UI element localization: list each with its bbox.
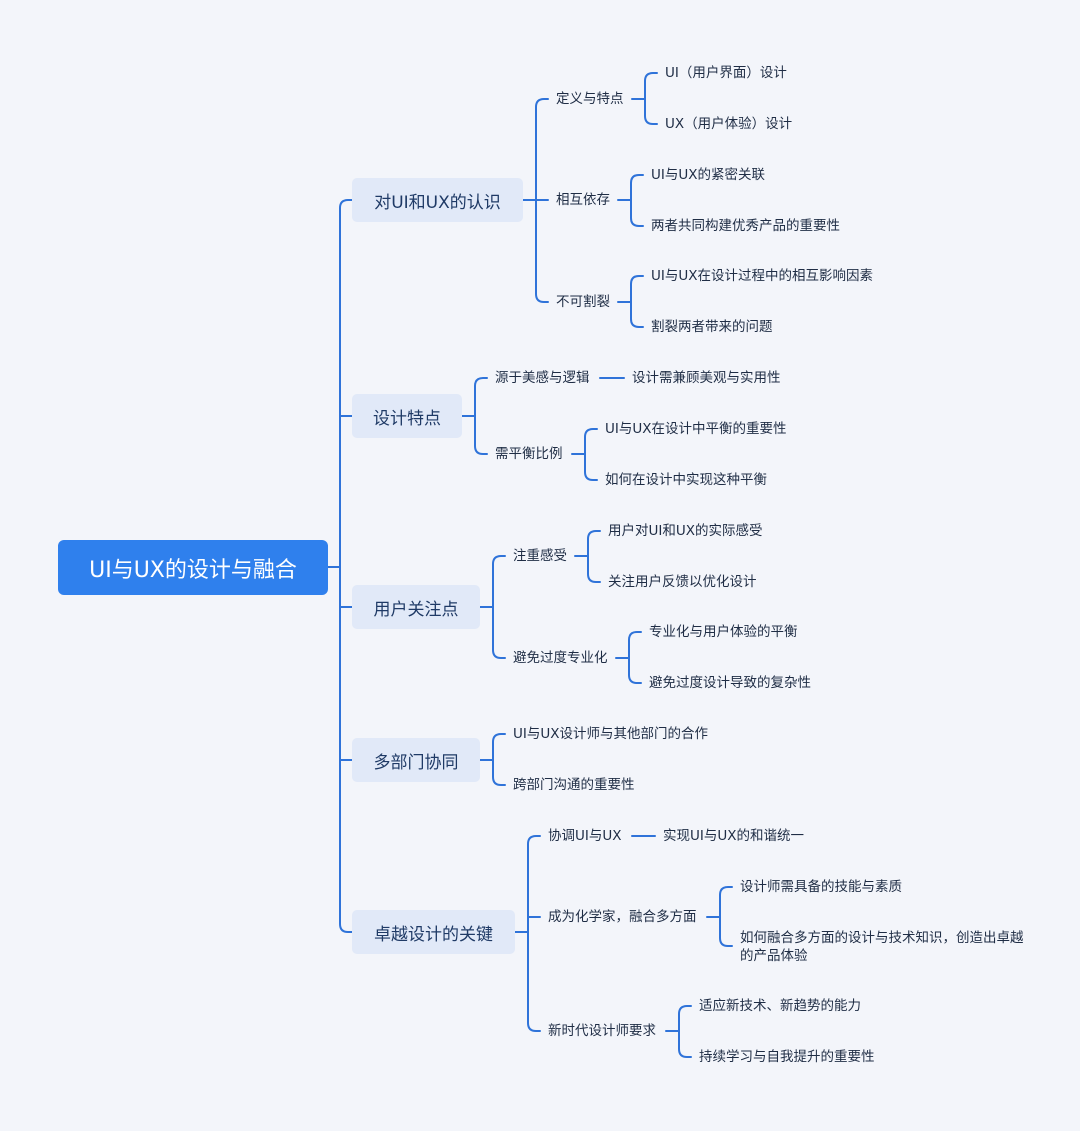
connector-b5-c2 bbox=[706, 886, 733, 947]
connector-b2 bbox=[461, 377, 488, 455]
leaf-merge-knowledge[interactable]: 如何融合多方面的设计与技术知识，创造出卓越的产品体验 bbox=[740, 930, 1024, 964]
connector-b5 bbox=[514, 835, 541, 1032]
topic-chemist[interactable]: 成为化学家，融合多方面 bbox=[548, 909, 697, 925]
leaf-beauty-practicality[interactable]: 设计需兼顾美观与实用性 bbox=[632, 370, 781, 386]
leaf-mutual-influence[interactable]: UI与UX在设计过程中的相互影响因素 bbox=[651, 268, 873, 284]
leaf-overdesign-complexity[interactable]: 避免过度设计导致的复杂性 bbox=[649, 675, 811, 691]
leaf-specialization-balance[interactable]: 专业化与用户体验的平衡 bbox=[649, 624, 798, 640]
leaf-achieve-balance[interactable]: 如何在设计中实现这种平衡 bbox=[605, 472, 767, 488]
branch-node-ui-ux-understanding[interactable]: 对UI和UX的认识 bbox=[352, 178, 523, 222]
topic-focus-feelings[interactable]: 注重感受 bbox=[513, 548, 567, 564]
leaf-department-cooperation[interactable]: UI与UX设计师与其他部门的合作 bbox=[513, 726, 708, 742]
leaf-actual-feelings[interactable]: 用户对UI和UX的实际感受 bbox=[608, 523, 763, 539]
topic-avoid-overspecialization[interactable]: 避免过度专业化 bbox=[513, 650, 608, 666]
connector-b3-c2 bbox=[615, 631, 642, 684]
connector-b1-c2 bbox=[617, 174, 644, 227]
leaf-ux-design[interactable]: UX（用户体验）设计 bbox=[665, 116, 793, 132]
branch-node-user-focus[interactable]: 用户关注点 bbox=[352, 585, 480, 629]
topic-beauty-logic[interactable]: 源于美感与逻辑 bbox=[495, 370, 590, 386]
connector-b1-c1 bbox=[631, 72, 658, 125]
connector-b4 bbox=[479, 733, 506, 786]
connector-b1 bbox=[522, 98, 549, 303]
connector-root-level1 bbox=[339, 199, 353, 933]
leaf-continuous-learning[interactable]: 持续学习与自我提升的重要性 bbox=[699, 1049, 875, 1065]
leaf-skills-qualities[interactable]: 设计师需具备的技能与素质 bbox=[740, 879, 902, 895]
leaf-ui-design[interactable]: UI（用户界面）设计 bbox=[665, 65, 787, 81]
connector-b5-c3 bbox=[665, 1005, 692, 1058]
leaf-harmony[interactable]: 实现UI与UX的和谐统一 bbox=[663, 828, 804, 844]
topic-definition-features[interactable]: 定义与特点 bbox=[556, 91, 624, 107]
leaf-close-relation[interactable]: UI与UX的紧密关联 bbox=[651, 167, 765, 183]
connector-b2-c2 bbox=[571, 428, 598, 481]
leaf-cross-communication[interactable]: 跨部门沟通的重要性 bbox=[513, 777, 635, 793]
connector-b1-c3 bbox=[617, 275, 644, 328]
connector-b3 bbox=[479, 555, 506, 659]
topic-balance-ratio[interactable]: 需平衡比例 bbox=[495, 446, 563, 462]
branch-node-excellent-design-key[interactable]: 卓越设计的关键 bbox=[352, 910, 515, 954]
branch-node-design-features[interactable]: 设计特点 bbox=[352, 394, 462, 438]
root-node[interactable]: UI与UX的设计与融合 bbox=[58, 540, 328, 595]
branch-node-cross-department[interactable]: 多部门协同 bbox=[352, 738, 480, 782]
topic-inseparable[interactable]: 不可割裂 bbox=[556, 294, 610, 310]
leaf-balance-importance[interactable]: UI与UX在设计中平衡的重要性 bbox=[605, 421, 787, 437]
topic-interdependence[interactable]: 相互依存 bbox=[556, 192, 610, 208]
leaf-user-feedback[interactable]: 关注用户反馈以优化设计 bbox=[608, 574, 757, 590]
leaf-separation-problems[interactable]: 割裂两者带来的问题 bbox=[651, 319, 773, 335]
topic-coordinate-ui-ux[interactable]: 协调UI与UX bbox=[548, 828, 622, 844]
leaf-build-products[interactable]: 两者共同构建优秀产品的重要性 bbox=[651, 218, 840, 234]
connector-b3-c1 bbox=[574, 530, 601, 583]
topic-new-era-requirements[interactable]: 新时代设计师要求 bbox=[548, 1023, 656, 1039]
leaf-adapt-trends[interactable]: 适应新技术、新趋势的能力 bbox=[699, 998, 861, 1014]
